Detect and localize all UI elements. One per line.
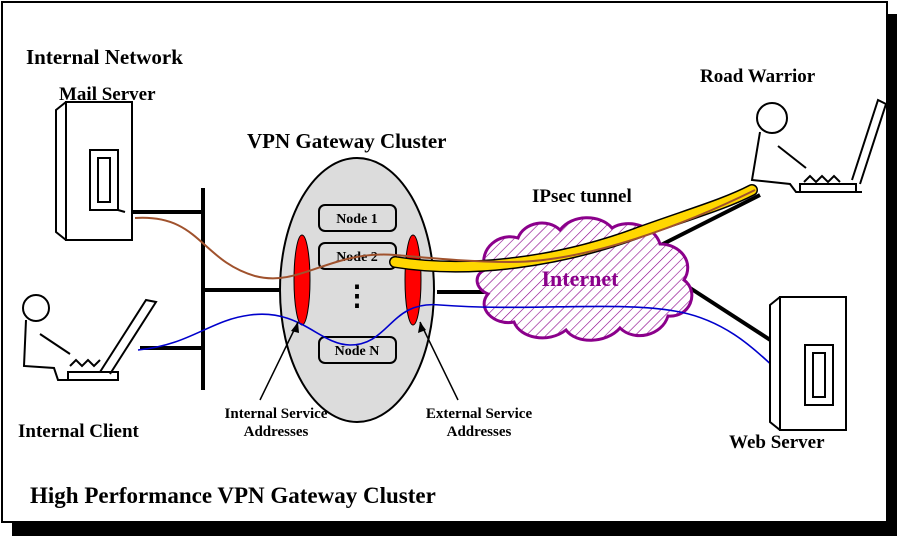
road-warrior-label: Road Warrior [700, 66, 816, 87]
internet-roadwarrior-link [654, 193, 761, 250]
web-server-icon [769, 296, 847, 431]
arrowhead [291, 322, 299, 333]
internet-webserver-link [688, 286, 780, 347]
external-service-label: External Service [426, 406, 533, 422]
external-service-arrow [419, 321, 459, 401]
mail-traffic-path [134, 189, 756, 280]
internal-client-icon [22, 294, 158, 381]
internal-client-label: Internal Client [18, 421, 140, 442]
internal-service-arrow [259, 321, 299, 401]
internal-service-address [293, 234, 311, 326]
internet-label: Internet [542, 266, 620, 291]
internal-network-label: Internal Network [26, 45, 183, 69]
external-service-label-2: Addresses [447, 424, 512, 440]
mail-server-icon [55, 101, 133, 241]
road-warrior-icon [750, 98, 888, 193]
node-label: Node 1 [336, 212, 378, 227]
ipsec-tunnel-label: IPsec tunnel [532, 186, 632, 207]
mail-server-label: Mail Server [59, 84, 156, 105]
node-box: Node 1 [318, 204, 397, 232]
vpn-gateway-cluster-label: VPN Gateway Cluster [247, 129, 446, 153]
client-traffic-path [137, 303, 776, 369]
node-ellipsis: ⋮ [343, 281, 371, 312]
ipsec-tunnel-fill [390, 185, 757, 272]
internal-service-label: Internal Service [225, 406, 328, 422]
internet-cloud [475, 216, 694, 342]
arrowhead [418, 322, 426, 333]
footer-title: High Performance VPN Gateway Cluster [30, 483, 436, 508]
internal-service-label-2: Addresses [244, 424, 309, 440]
web-server-label: Web Server [729, 432, 825, 453]
node-label: Node N [335, 344, 380, 359]
